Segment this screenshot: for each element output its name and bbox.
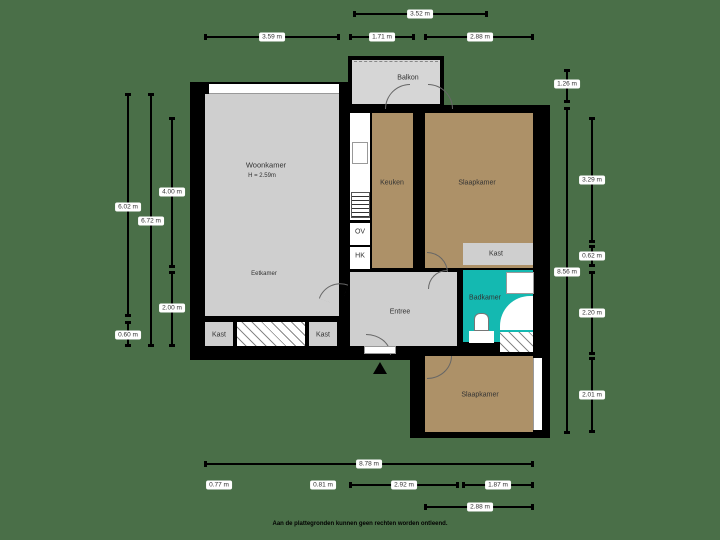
kast-3 bbox=[463, 243, 533, 265]
hk-label: HK bbox=[355, 252, 365, 260]
dim-label: 6.72 m bbox=[138, 216, 164, 226]
kast-2-label: Kast bbox=[315, 331, 331, 339]
balcony-railing bbox=[354, 61, 438, 64]
kast-3-label: Kast bbox=[488, 250, 504, 258]
stove-icon bbox=[351, 192, 370, 218]
dim-label: 2.88 m bbox=[467, 502, 493, 512]
dim-label: 3.59 m bbox=[259, 32, 285, 42]
badkamer-label: Badkamer bbox=[469, 294, 501, 302]
ov-label: OV bbox=[354, 228, 366, 236]
dim-label: 0.81 m bbox=[310, 480, 336, 490]
dim-label: 2.20 m bbox=[579, 308, 605, 318]
dim-label: 3.29 m bbox=[579, 175, 605, 185]
dim-label: 2.92 m bbox=[391, 480, 417, 490]
dim-label: 6.02 m bbox=[115, 202, 141, 212]
height-label: H = 2.59m bbox=[248, 173, 276, 179]
dim-label: 1.71 m bbox=[369, 32, 395, 42]
slaapkamer-2 bbox=[425, 356, 533, 432]
kast-1 bbox=[205, 322, 233, 346]
dim-label: 2.01 m bbox=[579, 390, 605, 400]
entree-label: Entree bbox=[389, 308, 411, 316]
toilet-icon bbox=[474, 313, 489, 331]
balcony bbox=[352, 60, 440, 104]
kast-1-label: Kast bbox=[211, 331, 227, 339]
keuken bbox=[372, 113, 413, 268]
shaft bbox=[237, 322, 305, 346]
woonkamer-label: Woonkamer bbox=[245, 160, 287, 170]
balkon-label: Balkon bbox=[397, 74, 419, 82]
washbasin-icon bbox=[469, 331, 494, 343]
slaapkamer-1 bbox=[425, 113, 533, 268]
dim-label: 8.78 m bbox=[356, 459, 382, 469]
slaapkamer-2-label: Slaapkamer bbox=[461, 391, 499, 399]
eetkamer-label: Eetkamer bbox=[251, 271, 277, 277]
slaapkamer-1-label: Slaapkamer bbox=[458, 179, 496, 187]
dim-label: 1.87 m bbox=[485, 480, 511, 490]
window bbox=[533, 358, 542, 430]
kast-2 bbox=[309, 322, 337, 346]
sink-icon bbox=[506, 272, 534, 294]
dim-label: 0.62 m bbox=[579, 251, 605, 261]
balcony-door-right[interactable] bbox=[428, 84, 453, 109]
entrance-arrow-icon bbox=[373, 362, 387, 374]
dim-label: 3.52 m bbox=[407, 9, 433, 19]
window bbox=[209, 84, 339, 94]
shaft bbox=[500, 332, 533, 352]
front-door-threshold bbox=[364, 346, 396, 354]
keuken-label: Keuken bbox=[380, 179, 404, 187]
disclaimer: Aan de plattegronden kunnen geen rechten… bbox=[272, 521, 448, 527]
dim-label: 1.26 m bbox=[554, 79, 580, 89]
dim-label: 0.77 m bbox=[206, 480, 232, 490]
dim-label: 8.56 m bbox=[554, 267, 580, 277]
sink-icon bbox=[352, 142, 368, 164]
hk-closet bbox=[350, 246, 370, 269]
ov-closet bbox=[350, 222, 370, 245]
dim-label: 0.60 m bbox=[115, 330, 141, 340]
dim-label: 2.00 m bbox=[159, 303, 185, 313]
woonkamer bbox=[205, 94, 339, 316]
dim-label: 2.88 m bbox=[467, 32, 493, 42]
dim-label: 4.00 m bbox=[159, 187, 185, 197]
